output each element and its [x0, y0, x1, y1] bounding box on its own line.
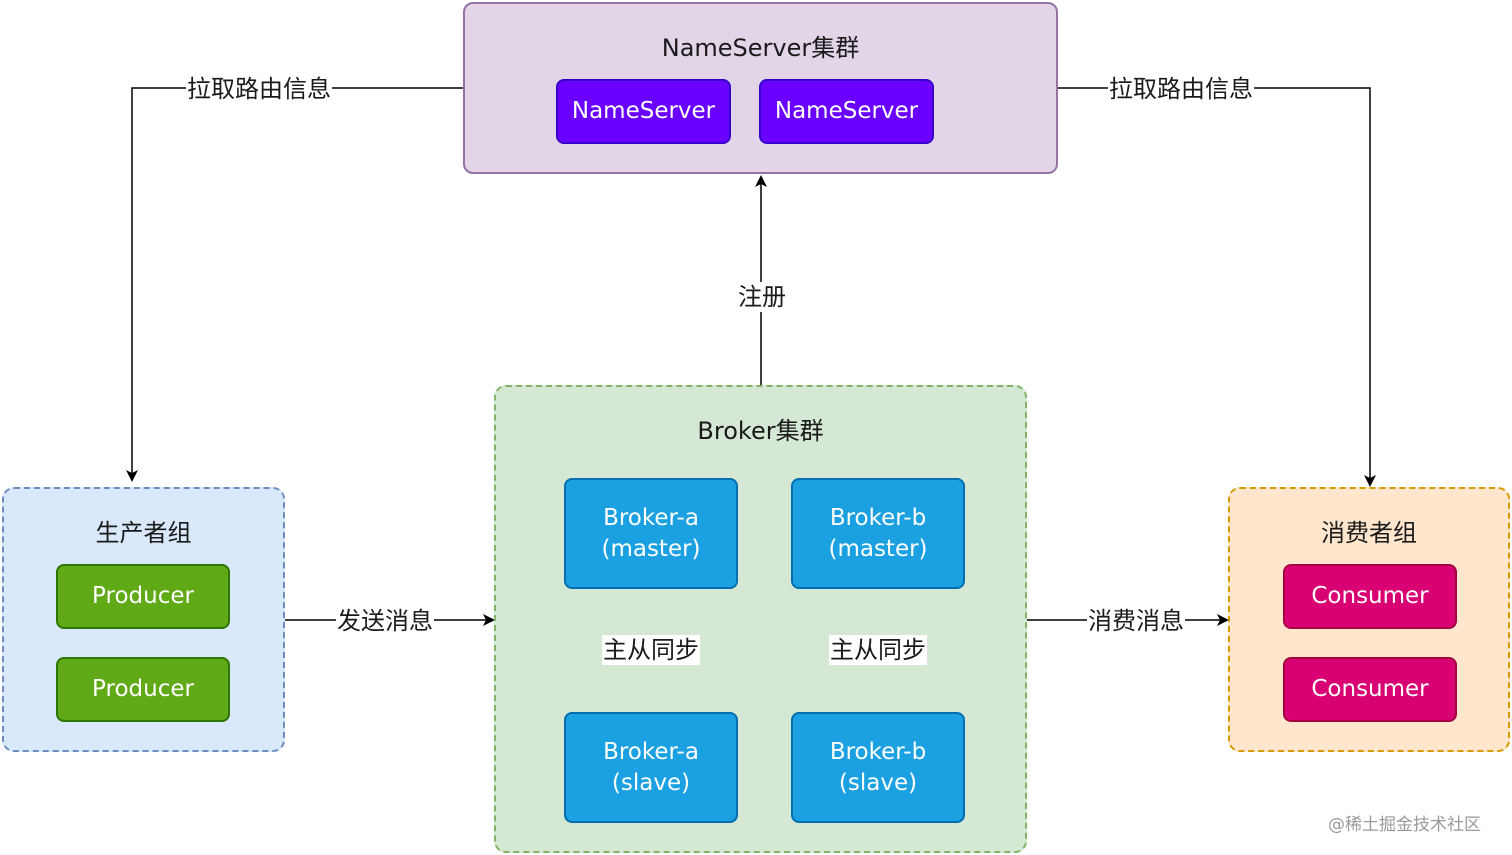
producer-node-2[interactable]: Producer: [56, 657, 230, 722]
send-message-label: 发送消息: [336, 606, 434, 636]
pull-route-right-edge: [1058, 87, 1376, 487]
nameserver-node-1-label: NameServer: [571, 98, 716, 124]
sync-b-label: 主从同步: [829, 635, 927, 665]
producer-group-title: 生产者组: [95, 519, 192, 547]
pull-route-right-label: 拉取路由信息: [1108, 74, 1254, 104]
pull-route-left-label: 拉取路由信息: [186, 74, 332, 104]
broker-b-slave[interactable]: Broker-b (slave): [791, 712, 965, 823]
nameserver-node-2[interactable]: NameServer: [759, 79, 934, 144]
nameserver-cluster-title: NameServer集群: [661, 34, 860, 62]
broker-a-master-role: (master): [601, 535, 701, 562]
producer-node-1[interactable]: Producer: [56, 564, 230, 629]
nameserver-node-1[interactable]: NameServer: [556, 79, 731, 144]
consumer-node-1-label: Consumer: [1311, 583, 1429, 609]
broker-b-slave-name: Broker-b: [829, 738, 927, 765]
broker-b-master-role: (master): [828, 535, 928, 562]
consume-message-label: 消费消息: [1087, 606, 1185, 636]
watermark: @稀土掘金技术社区: [1328, 815, 1481, 835]
sync-a-label: 主从同步: [602, 635, 700, 665]
consumer-node-2-label: Consumer: [1311, 676, 1429, 702]
consumer-node-2[interactable]: Consumer: [1283, 657, 1457, 722]
broker-b-slave-role: (slave): [838, 769, 918, 796]
nameserver-node-2-label: NameServer: [774, 98, 919, 124]
broker-cluster-title: Broker集群: [697, 417, 824, 445]
register-label: 注册: [737, 282, 787, 312]
producer-node-1-label: Producer: [92, 583, 194, 609]
consumer-group-title: 消费者组: [1321, 519, 1417, 547]
broker-a-slave[interactable]: Broker-a (slave): [564, 712, 738, 823]
broker-a-slave-name: Broker-a: [603, 738, 699, 765]
pull-route-left-edge: [126, 87, 463, 482]
producer-node-2-label: Producer: [92, 676, 194, 702]
broker-b-master-name: Broker-b: [829, 504, 927, 531]
broker-b-master[interactable]: Broker-b (master): [791, 478, 965, 589]
broker-a-slave-role: (slave): [611, 769, 691, 796]
broker-a-master[interactable]: Broker-a (master): [564, 478, 738, 589]
broker-a-master-name: Broker-a: [603, 504, 699, 531]
consumer-node-1[interactable]: Consumer: [1283, 564, 1457, 629]
